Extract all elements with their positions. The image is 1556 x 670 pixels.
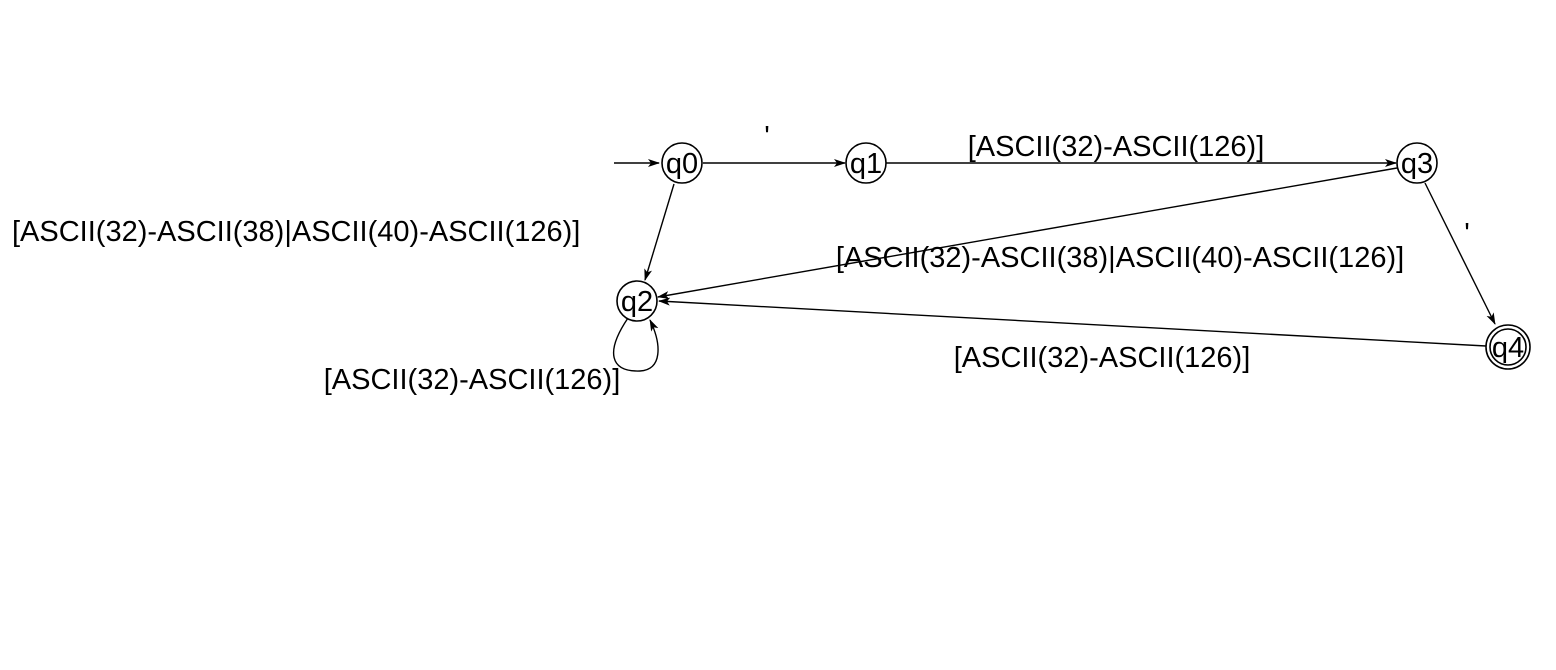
edge-q0-q2	[644, 183, 675, 281]
edge-q3-q2	[657, 167, 1398, 300]
state-q0-label: q0	[666, 148, 698, 180]
state-q2-label: q2	[621, 286, 653, 318]
state-q1-label: q1	[850, 148, 882, 180]
state-q2: q2	[616, 280, 658, 322]
state-q3-label: q3	[1401, 148, 1433, 180]
label-q0-q1: '	[764, 121, 770, 153]
state-q4-label: q4	[1492, 332, 1524, 364]
label-q1-q3: [ASCII(32)-ASCII(126)]	[968, 131, 1265, 163]
label-q4-q2: [ASCII(32)-ASCII(126)]	[954, 342, 1251, 374]
edge-q4-q2	[658, 297, 1487, 347]
label-q2-self: [ASCII(32)-ASCII(126)]	[324, 364, 621, 396]
edge-q2-self-loop	[612, 317, 659, 372]
edge-q3-q4	[1424, 182, 1496, 325]
state-q0: q0	[661, 142, 703, 184]
label-q3-q2: [ASCII(32)-ASCII(38)|ASCII(40)-ASCII(126…	[836, 242, 1404, 274]
state-q4: q4	[1485, 324, 1531, 370]
state-q3: q3	[1396, 142, 1438, 184]
state-q1: q1	[845, 142, 887, 184]
label-q3-q4: '	[1464, 218, 1470, 250]
label-q0-q2: [ASCII(32)-ASCII(38)|ASCII(40)-ASCII(126…	[12, 216, 580, 248]
